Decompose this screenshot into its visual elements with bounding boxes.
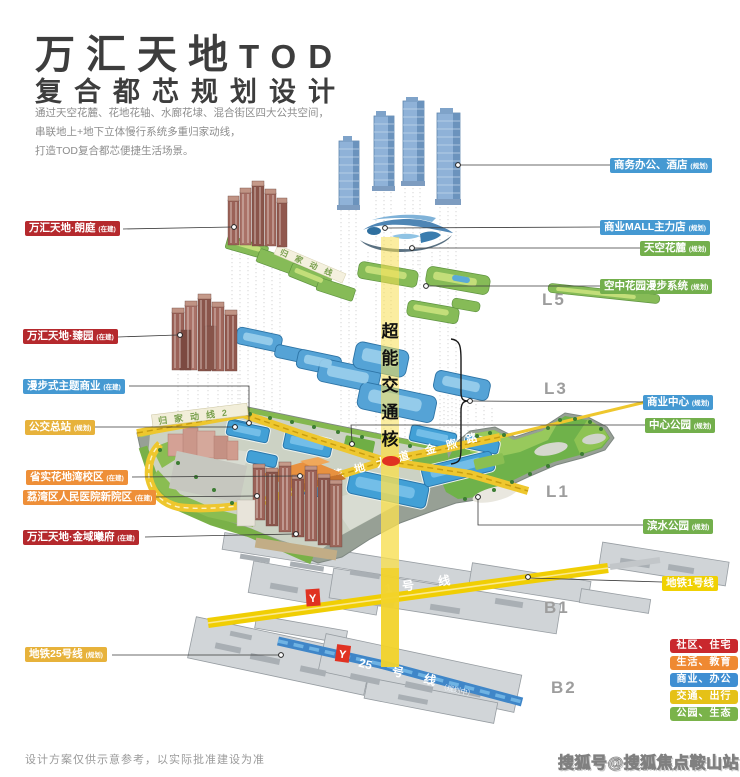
svg-text:号: 号	[390, 663, 405, 680]
svg-text:金: 金	[422, 441, 438, 458]
svg-text:号: 号	[401, 577, 415, 594]
svg-text:线: 线	[422, 671, 437, 688]
svg-text:25: 25	[357, 656, 374, 673]
svg-text:煦: 煦	[444, 436, 458, 452]
svg-text:道: 道	[396, 448, 410, 464]
svg-text:Y: Y	[338, 648, 348, 661]
svg-text:Y: Y	[309, 593, 318, 606]
svg-text:路: 路	[464, 430, 479, 447]
svg-text:线: 线	[437, 572, 451, 589]
svg-text:地: 地	[352, 460, 366, 476]
